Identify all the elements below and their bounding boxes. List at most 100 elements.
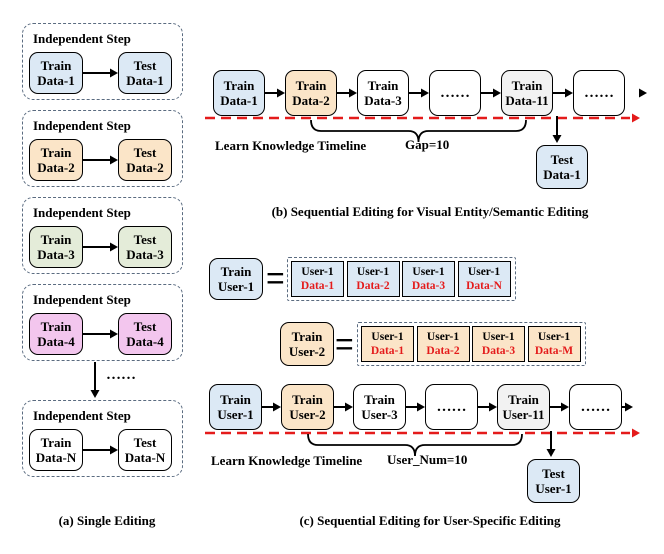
timeline-node-line-0: Train [367,78,399,93]
timeline-arrowhead [632,428,640,438]
timeline-arrowhead [632,113,640,123]
test-data-box-line-0: Test [133,319,157,334]
timeline-node-line-1: Data-3 [364,93,402,108]
chain-arrow-head [349,88,357,98]
train-data-box-line-0: Train [40,232,72,247]
test-data-box-line-0: Test [133,435,157,450]
test-data-box-line-0: Test [133,145,157,160]
train-data-box-line-1: Data-1 [37,73,75,88]
chain-arrow-end-head [625,402,633,412]
test-data-box-line-0: Test [550,152,574,167]
ellipsis-node: …… [425,384,478,430]
train-data-box-line-0: Train [40,145,72,160]
chain-arrow-head [489,402,497,412]
independent-step-title: Independent Step [33,408,131,423]
chain-arrow-head [417,402,425,412]
step-arrow-head [110,155,118,165]
test-data-box-line-1: Data-1 [543,167,581,182]
ellipsis-node: …… [573,70,625,116]
cell-data: Data-1 [300,280,335,292]
step-arrow-head [110,445,118,455]
timeline-node-line-0: Train [364,392,395,407]
timeline-node-line-1: User-1 [217,407,254,422]
train-data-box-line-0: Train [40,435,72,450]
timeline-node-line-0: Train [295,78,327,93]
chain-arrow-head [277,88,285,98]
timeline-node-line-1: Data-1 [220,93,258,108]
timeline-node-line-1: User-11 [502,407,545,422]
caption-c: (c) Sequential Editing for User-Specific… [299,513,561,528]
cell-data: Data-N [466,280,502,292]
chain-arrow-head [345,402,353,412]
test-data-box-line-1: Data-1 [126,73,164,88]
chain-arrow-head [493,88,501,98]
cell-data: Data-3 [411,280,446,292]
independent-step-panel [22,110,183,187]
test-data-box-line-1: Data-2 [126,160,164,175]
cell-user: User-1 [371,331,404,343]
step-arrow-head [110,68,118,78]
timeline-node-line-1: Data-11 [505,93,549,108]
cell-data: Data-M [534,345,574,357]
cell-data: Data-2 [356,280,390,292]
train-data-box-line-0: Train [40,319,72,334]
caption-a: (a) Single Editing [58,513,156,528]
timeline-node-line-0: …… [436,398,467,415]
timeline-node-line-0: Train [292,392,323,407]
user-num-label: User_Num=10 [387,452,468,467]
step-arrow-head [110,242,118,252]
step-arrow-head [110,329,118,339]
chain-arrow-end-head [639,88,647,98]
train-user-box-line-0: Train [291,329,323,344]
independent-step-title: Independent Step [33,292,131,307]
chain-arrow-head [565,88,573,98]
gap-label: Gap=10 [405,137,450,152]
test-user-box-line-1: User-1 [535,481,572,496]
train-data-box-line-1: Data-N [35,450,77,465]
timeline-node-line-1: Data-2 [292,93,330,108]
cell-user: User-1 [356,266,390,278]
timeline-label: Learn Knowledge Timeline [211,453,363,468]
test-arrow-head [546,449,556,457]
timeline-node-line-0: …… [440,84,470,101]
timeline-node-line-0: Train [511,78,543,93]
test-data-box-line-1: Data-3 [126,247,164,262]
timeline-node-line-0: …… [584,84,614,101]
ellipsis-node: …… [569,384,622,430]
equals-sign: = [266,260,285,296]
timeline-node-line-0: Train [223,78,255,93]
timeline-label: Learn Knowledge Timeline [215,138,367,153]
timeline-node-line-0: Train [508,392,539,407]
test-data-box-line-1: Data-4 [126,334,164,349]
continue-arrow-head [90,390,100,398]
test-data-box-line-1: Data-N [124,450,166,465]
timeline-node-line-0: Train [220,392,251,407]
train-data-box-line-0: Train [40,58,72,73]
chain-arrow-head [561,402,569,412]
train-user-box-line-0: Train [220,264,252,279]
cell-data: Data-2 [426,345,460,357]
train-user-box-line-1: User-2 [288,344,326,359]
timeline-node-line-1: User-2 [289,407,326,422]
timeline-node-line-1: User-3 [361,407,398,422]
